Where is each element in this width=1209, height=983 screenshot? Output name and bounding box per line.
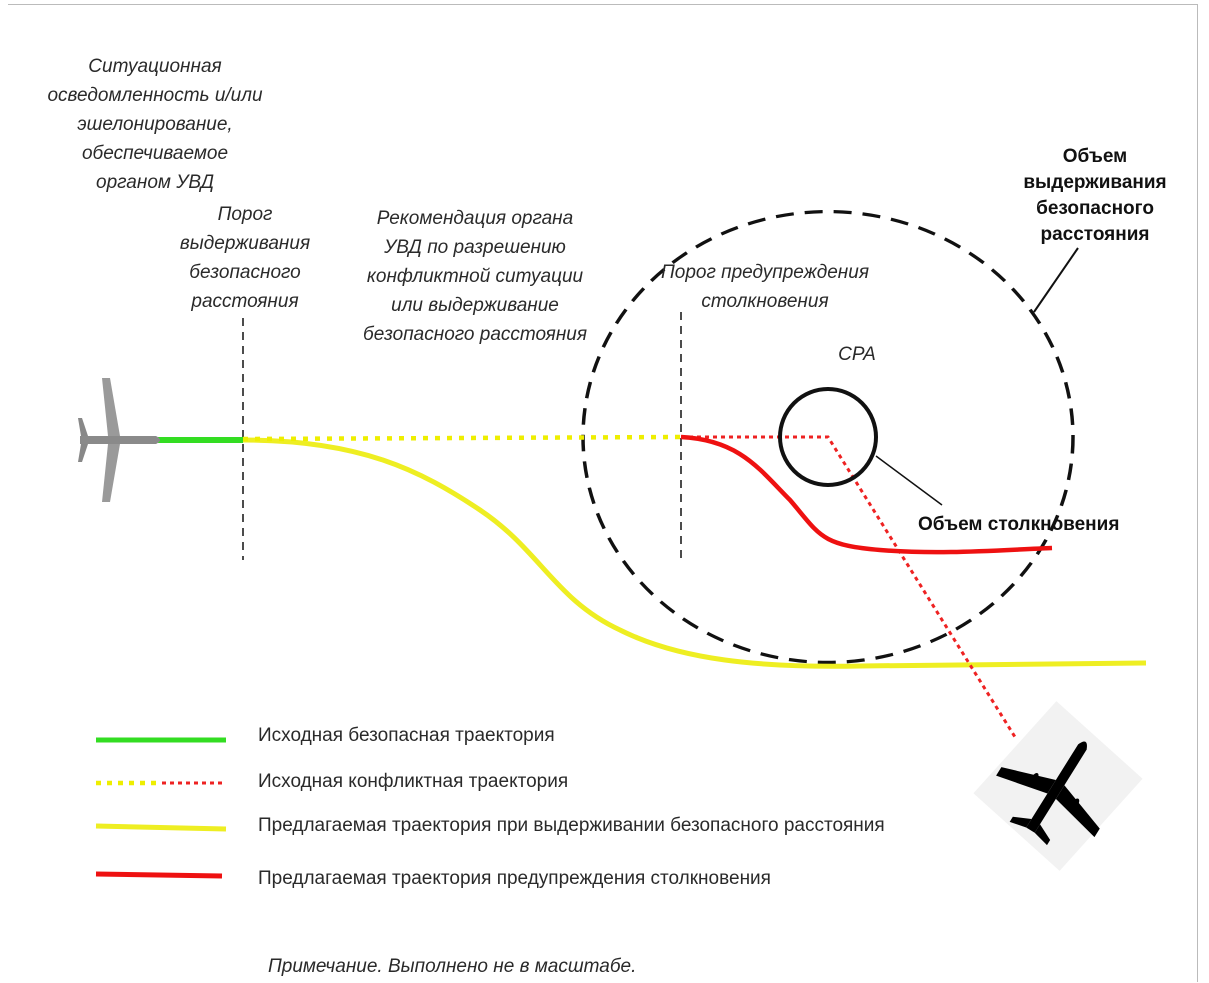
label-line: безопасного <box>1036 198 1154 219</box>
label-line: Порог <box>217 204 273 225</box>
label-line: Порог предупреждения <box>661 262 869 283</box>
label-line: столкновения <box>701 291 829 312</box>
legend-swatch-collision <box>95 871 223 879</box>
label-line: обеспечиваемое <box>81 143 229 164</box>
atc-awareness-label: Ситуационная осведомленность и/или эшело… <box>10 52 300 197</box>
label-line: Ситуационная <box>88 56 222 77</box>
airplane-icon <box>973 701 1143 871</box>
airplane-icon <box>78 378 160 502</box>
legend-item-collision: Предлагаемая траектория предупреждения с… <box>258 868 771 889</box>
label-line: Объем <box>1062 146 1128 167</box>
separation-volume-label: Объем выдерживания безопасного расстояни… <box>1000 144 1190 248</box>
legend-swatch-separation <box>95 823 227 832</box>
collision-volume-leader <box>875 455 943 506</box>
label-line: расстояния <box>191 291 299 312</box>
atc-recommendation-label: Рекомендация органа УВД по разрешению ко… <box>330 204 620 349</box>
diagram-frame <box>8 4 1198 982</box>
legend-item-conflict: Исходная конфликтная траектория <box>258 771 569 792</box>
label-line: УВД по разрешению <box>384 237 566 258</box>
collision-volume-label: Объем столкновения <box>918 514 1120 535</box>
cpa-label: CPA <box>838 344 876 365</box>
separation-threshold-label: Порог выдерживания безопасного расстояни… <box>140 200 350 316</box>
legend-item-separation: Предлагаемая траектория при выдерживании… <box>258 815 885 836</box>
separation-volume-leader <box>1033 247 1079 313</box>
label-line: безопасного <box>189 262 301 283</box>
collision-volume-circle <box>778 387 878 487</box>
label-line: конфликтной ситуации <box>366 266 584 287</box>
label-line: или выдерживание <box>391 295 559 316</box>
collision-avoidance-trajectory <box>680 434 1053 555</box>
conflict-trajectory-yellow <box>242 434 682 442</box>
collision-threshold-label: Порог предупреждения столкновения <box>630 258 900 316</box>
legend-item-safe: Исходная безопасная траектория <box>258 725 555 746</box>
label-line: Рекомендация органа <box>376 208 574 229</box>
label-line: безопасного расстояния <box>363 324 587 345</box>
label-line: выдерживания <box>1023 172 1167 193</box>
label-line: органом УВД <box>96 172 214 193</box>
label-line: расстояния <box>1040 224 1150 245</box>
label-line: осведомленность и/или <box>47 85 263 106</box>
conflict-trajectory-red <box>681 435 1017 738</box>
label-line: выдерживания <box>179 233 311 254</box>
scale-note: Примечание. Выполнено не в масштабе. <box>268 956 637 977</box>
label-line: эшелонирование, <box>77 114 233 135</box>
separation-trajectory <box>242 437 1147 669</box>
